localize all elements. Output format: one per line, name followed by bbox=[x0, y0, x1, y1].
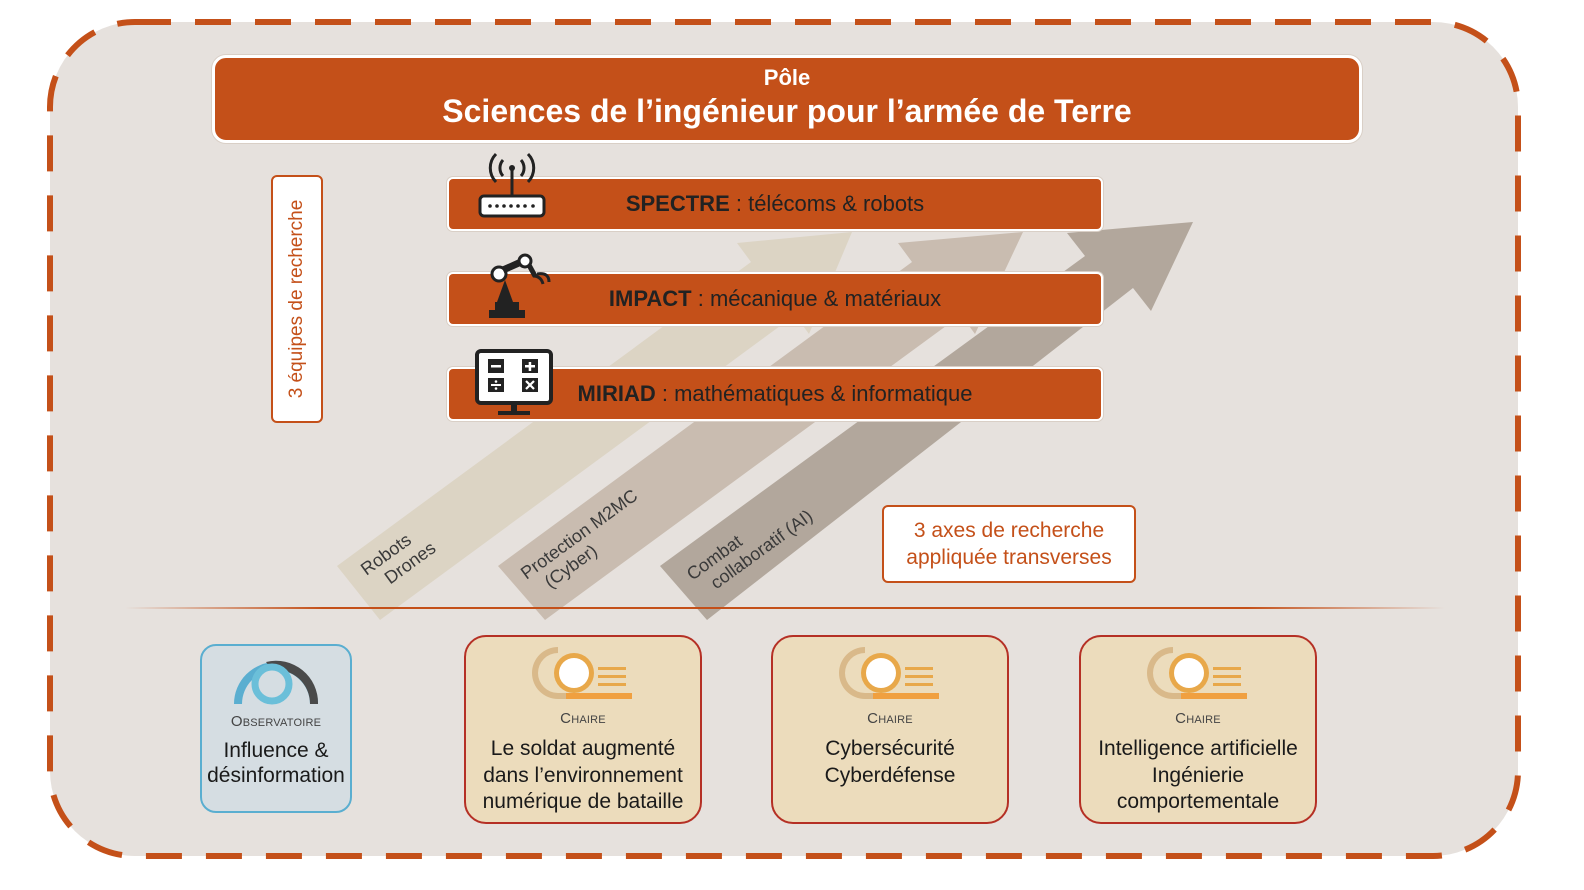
chair-line: numérique de bataille bbox=[482, 790, 684, 813]
observatory-kind: Observatoire bbox=[230, 713, 322, 730]
chair-line: comportementale bbox=[1116, 790, 1280, 813]
chair-line: Intelligence artificielle bbox=[1098, 737, 1298, 760]
axis-arrow-robots bbox=[337, 232, 852, 620]
team-spectre: SPECTRE : télécoms & robots bbox=[447, 177, 1103, 231]
chair-logo-icon bbox=[1147, 647, 1247, 699]
chair-kind: Chaire bbox=[560, 710, 606, 727]
team-spectre-name: SPECTRE bbox=[625, 191, 730, 216]
team-spectre-desc: : télécoms & robots bbox=[729, 191, 925, 216]
chair-card-ai: Chaire Intelligence artificielle Ingénie… bbox=[1079, 635, 1317, 824]
section-divider bbox=[125, 607, 1445, 609]
chair-line: Cybersécurité bbox=[825, 737, 955, 760]
calculator-monitor-icon bbox=[475, 349, 553, 415]
axis-arrow-cyber bbox=[498, 232, 1023, 620]
observatory-card: Observatoire Influence & désinformation bbox=[200, 644, 352, 813]
pole-title: Sciences de l’ingénieur pour l’armée de … bbox=[442, 93, 1132, 129]
chair-line: Le soldat augmenté bbox=[490, 737, 676, 760]
pole-label: Pôle bbox=[763, 65, 811, 90]
team-miriad-name: MIRIAD bbox=[577, 381, 656, 406]
chair-kind: Chaire bbox=[867, 710, 913, 727]
axes-label-line2: appliquée transverses bbox=[906, 546, 1112, 569]
chair-card-cyber: Chaire Cybersécurité Cyberdéfense bbox=[771, 635, 1009, 824]
axes-label-line1: 3 axes de recherche bbox=[913, 519, 1105, 542]
antenna-router-icon bbox=[478, 152, 546, 218]
chair-line: dans l’environnement bbox=[483, 763, 683, 787]
chair-kind: Chaire bbox=[1175, 710, 1221, 727]
chair-logo-icon bbox=[532, 647, 632, 699]
team-miriad: MIRIAD : mathématiques & informatique bbox=[447, 367, 1103, 421]
chair-line: Ingénierie bbox=[1151, 763, 1245, 787]
team-impact: IMPACT : mécanique & matériaux bbox=[447, 272, 1103, 326]
pole-header: Pôle Sciences de l’ingénieur pour l’armé… bbox=[212, 55, 1362, 143]
axes-label-box: 3 axes de recherche appliquée transverse… bbox=[882, 505, 1136, 583]
chair-card-soldier: Chaire Le soldat augmenté dans l’environ… bbox=[464, 635, 702, 824]
robot-arm-icon bbox=[489, 253, 551, 318]
team-impact-desc: : mécanique & matériaux bbox=[691, 286, 942, 311]
team-impact-name: IMPACT bbox=[608, 286, 692, 311]
chair-logo-icon bbox=[839, 647, 939, 699]
teams-label: 3 équipes de recherche bbox=[286, 199, 307, 399]
teams-label-box: 3 équipes de recherche bbox=[271, 175, 323, 423]
team-miriad-desc: : mathématiques & informatique bbox=[655, 381, 973, 406]
chair-line: Cyberdéfense bbox=[824, 763, 956, 787]
observatory-line1: Influence & bbox=[223, 739, 329, 762]
observatory-line2: désinformation bbox=[207, 764, 345, 787]
observatory-arc-icon bbox=[234, 660, 319, 705]
